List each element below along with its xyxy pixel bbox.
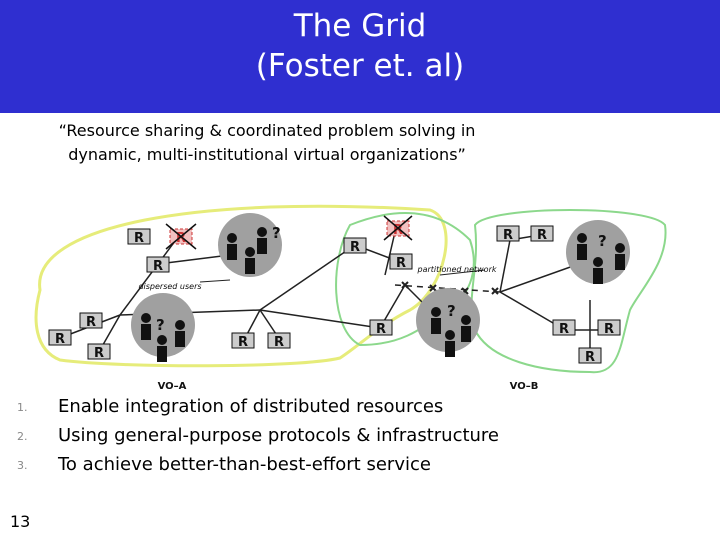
svg-text:R: R	[503, 228, 513, 243]
user-cluster-partition: ?	[416, 288, 480, 357]
resource-box: R	[496, 225, 520, 243]
list-item-1: Enable integration of distributed resour…	[58, 396, 444, 417]
svg-text:R: R	[134, 231, 144, 246]
resource-box-failed: R	[383, 215, 413, 241]
svg-text:R: R	[176, 231, 186, 246]
unknown-label: ?	[447, 302, 456, 320]
svg-text:R: R	[94, 346, 104, 361]
svg-text:R: R	[153, 259, 163, 274]
users-pointer	[199, 279, 231, 283]
unknown-label: ?	[156, 316, 165, 334]
quote-line-1: “Resource sharing & coordinated problem …	[58, 121, 476, 140]
quote-line-2: dynamic, multi-institutional virtual org…	[68, 145, 466, 164]
dispersed-users-label: dispersed users	[138, 282, 201, 291]
resource-box: R	[127, 228, 151, 246]
slide-number: 13	[10, 512, 31, 531]
svg-text:R: R	[585, 350, 595, 365]
user-cluster-b: ?	[566, 220, 630, 284]
title-bar: The Grid (Foster et. al)	[0, 0, 720, 113]
resource-box: R	[146, 256, 170, 274]
resource-box: R	[578, 347, 602, 365]
resource-box: R	[597, 319, 621, 337]
vo-b-label: VO–B	[510, 381, 539, 392]
svg-text:R: R	[537, 228, 547, 243]
resource-box: R	[79, 312, 103, 330]
list-number-3: 3.	[17, 459, 28, 472]
vo-a-region	[34, 204, 448, 368]
unknown-label: ?	[598, 232, 607, 250]
svg-text:R: R	[376, 322, 386, 337]
svg-text:R: R	[86, 315, 96, 330]
slide-title-line-1: The Grid	[293, 8, 427, 44]
svg-text:R: R	[604, 322, 614, 337]
svg-text:R: R	[55, 332, 65, 347]
svg-text:R: R	[559, 322, 569, 337]
list-number-2: 2.	[17, 430, 28, 443]
broken-link-marks	[401, 281, 499, 295]
resource-box: R	[369, 319, 393, 337]
resource-box: R	[389, 253, 413, 271]
unknown-label: ?	[272, 224, 281, 242]
svg-text:R: R	[274, 335, 284, 350]
user-cluster-a2: ?	[131, 293, 195, 362]
grid-diagram: ? ? ? ? R R R R R R R R R R R R R	[34, 204, 667, 392]
partition-pointer	[439, 269, 486, 276]
partitioned-network-label: partitioned network	[417, 265, 497, 274]
slide-title-line-2: (Foster et. al)	[255, 48, 465, 84]
resource-box: R	[231, 332, 255, 350]
list-item-3: To achieve better-than-best-effort servi…	[58, 454, 431, 475]
resource-box: R	[552, 319, 576, 337]
list-number-1: 1.	[17, 401, 28, 414]
resource-box: R	[530, 225, 554, 243]
list-item-2: Using general-purpose protocols & infras…	[58, 425, 500, 446]
resource-box: R	[343, 237, 367, 255]
resource-box: R	[87, 343, 111, 361]
resource-box: R	[48, 329, 72, 347]
resource-box-failed: R	[165, 223, 197, 250]
resource-box: R	[267, 332, 291, 350]
user-cluster-a1: ?	[218, 213, 282, 277]
svg-text:R: R	[350, 240, 360, 255]
svg-text:R: R	[396, 256, 406, 271]
svg-text:R: R	[393, 223, 403, 238]
svg-text:R: R	[238, 335, 248, 350]
vo-a-label: VO–A	[158, 381, 187, 392]
